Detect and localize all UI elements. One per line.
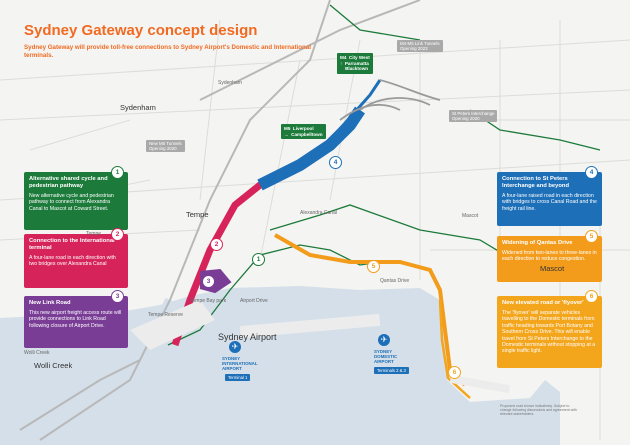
card-flyover: 6 New elevated road or 'flyover' The 'fl… (497, 290, 602, 368)
label-canal: Alexandra Canal (300, 210, 337, 216)
page-subtitle: Sydney Gateway will provide toll-free co… (24, 44, 311, 59)
tag-terminals-2-3: Terminals 2 & 3 (374, 367, 409, 374)
card-title: New elevated road or 'flyover' (502, 300, 584, 306)
map-marker-3: 3 (202, 275, 215, 288)
card-title: New Link Road (29, 300, 71, 306)
card-number: 1 (111, 166, 124, 179)
label-intl-airport: SYDNEY INTERNATIONAL AIRPORT (222, 356, 258, 371)
card-qantas-drive: 5 Widening of Qantas Drive Widened from … (497, 230, 602, 282)
street-grid (0, 19, 630, 440)
cycle-path-ne (329, 4, 421, 41)
card-title: Widening of Qantas Drive (502, 240, 573, 246)
suburb-mascot: Mascot (540, 264, 565, 273)
card-number: 6 (585, 290, 598, 303)
badge-m5: M5 Liverpool → Campbelltown (281, 124, 326, 139)
label-qantas-drive: Qantas Drive (380, 278, 410, 284)
tag-terminal-1: Terminal 1 (225, 374, 251, 381)
footnote: Proposed road shown indicatively. Subjec… (500, 404, 577, 417)
card-number: 5 (585, 230, 598, 243)
map-marker-5: 5 (367, 260, 380, 273)
label-domestic-airport: SYDNEY DOMESTIC AIRPORT (374, 349, 398, 364)
card-body: This new airport freight access route wi… (29, 310, 122, 329)
suburb-tempe: Tempe (186, 210, 209, 219)
card-title: Alternative shared cycle and pedestrian … (29, 176, 108, 189)
st-peters-ramp (328, 79, 382, 141)
page-title: Sydney Gateway concept design (24, 22, 258, 39)
badge-new-m5: New M5 Tunnels Opening 2020 (146, 140, 185, 152)
map-marker-2: 2 (210, 238, 223, 251)
plane-icon-intl: ✈ (229, 341, 241, 353)
st-peters-connection (257, 106, 365, 191)
suburb-wolli-creek: Wolli Creek (34, 361, 73, 370)
card-international: 2 Connection to the International termin… (24, 228, 128, 288)
badge-m4: M4 City West ↑ Parramatta Blacktown (337, 53, 373, 74)
label-sydenham-station: Sydenham (218, 80, 242, 86)
interchange-roads (339, 79, 441, 121)
runways (130, 300, 511, 394)
plane-icon-domestic: ✈ (378, 334, 390, 346)
badge-m4m5-tunnels: M4-M5 Link Tunnels Opening 2023 (397, 40, 443, 52)
card-number: 3 (111, 290, 124, 303)
card-number: 2 (111, 228, 124, 241)
card-link-road: 3 New Link Road This new airport freight… (24, 290, 128, 348)
card-body: Widened from two-lanes to three-lanes in… (502, 250, 597, 263)
cycle-path-north (269, 204, 511, 259)
label-wolli-station: Wolli Creek (24, 350, 50, 356)
map-marker-4: 4 (329, 156, 342, 169)
label-mascot-station: Mascot (462, 213, 479, 219)
card-body: A four-lane raised road in each directio… (502, 193, 597, 212)
qantas-drive (274, 233, 467, 387)
label-tempe-reserve: Tempe Reserve (148, 312, 184, 318)
label-tempe-bay: Tempe Bay park (190, 298, 227, 304)
card-title: Connection to St Peters Interchange and … (502, 176, 569, 189)
label-tempe-station: Tempe (86, 231, 102, 237)
card-body: A four-lane road in each direction with … (29, 255, 116, 268)
map-marker-1: 1 (252, 253, 265, 266)
badge-st-peters: St Peters Interchange Opening 2020 (449, 110, 498, 122)
card-title: Connection to the International terminal (29, 238, 115, 251)
suburb-sydenham: Sydenham (120, 103, 156, 112)
flyover (438, 299, 471, 399)
map-marker-6: 6 (448, 366, 461, 379)
card-number: 4 (585, 166, 598, 179)
suburb-airport: Sydney Airport (218, 332, 277, 342)
card-st-peters: 4 Connection to St Peters Interchange an… (497, 166, 602, 226)
label-airport-drive: Airport Drive (240, 298, 268, 304)
card-body: New alternative cycle and pedestrian pat… (29, 193, 114, 212)
card-cycle-path: 1 Alternative shared cycle and pedestria… (24, 166, 128, 230)
rail-lines (19, 0, 421, 441)
card-body: The 'flyover' will separate vehicles tra… (502, 310, 596, 355)
